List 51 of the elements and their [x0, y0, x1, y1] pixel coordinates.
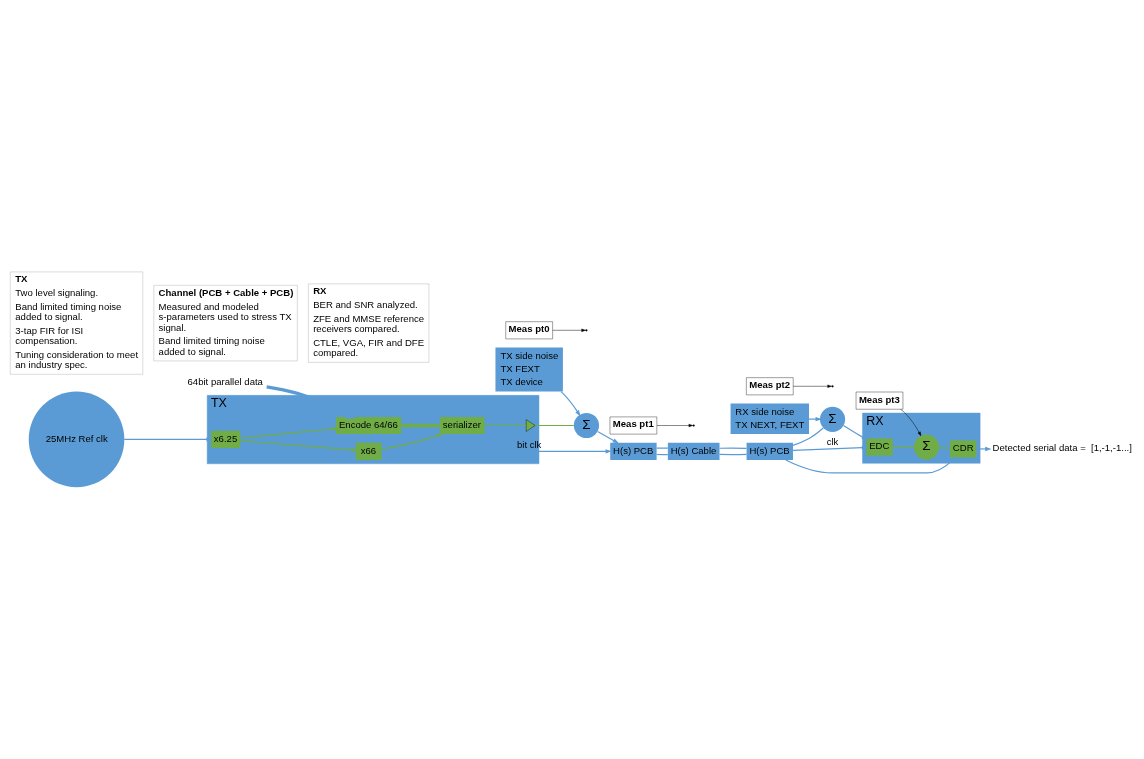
arrow	[123, 437, 213, 442]
node-box: CDR	[950, 440, 977, 458]
node-box: Encode 64/66	[336, 416, 402, 435]
arrow	[239, 426, 338, 439]
connector	[938, 447, 951, 449]
arrow	[808, 416, 822, 422]
connector	[483, 424, 527, 427]
node-circle: Σ	[819, 406, 846, 432]
arrow	[552, 328, 586, 332]
node-box: H(s) PCB	[746, 442, 793, 460]
arrow	[785, 456, 957, 474]
node-box: x66	[355, 442, 382, 460]
arrow	[597, 430, 619, 444]
connector	[656, 447, 669, 449]
node-box: serializer	[439, 416, 485, 435]
node-box: RX BER and SNR analyzed. ZFE and MMSE reference receivers compared. CTLE, VGA, FIR and DFE compared.	[308, 283, 430, 363]
node-box: TX Two level signaling. Band limited timing noise added to signal. 3-tap FIR for ISI compensation. Tuning consideration to meet an industry spec.	[10, 271, 143, 375]
node-circle: 25MHz Ref clk	[28, 391, 125, 488]
arrow	[560, 391, 581, 417]
node-box: Meas pt2	[746, 377, 794, 396]
node-box: EDC	[866, 438, 893, 456]
connector	[401, 423, 440, 428]
node-text: Detected serial data = [1,-1,-1...]	[992, 442, 1132, 454]
node-circle: Σ	[913, 434, 940, 460]
node-box: RX side noise TX NEXT, FEXT	[730, 403, 809, 435]
node-box: Meas pt1	[609, 416, 658, 435]
node-box: TX side noise TX FEXT TX device	[495, 347, 563, 392]
node-box: H(s) PCB	[610, 442, 657, 460]
node-box: Channel (PCB + Cable + PCB) Measured and modeled s-parameters used to stress TX signal. Band limited timing noise added to signal.	[153, 285, 298, 362]
connector	[719, 453, 748, 456]
node-box: H(s) Cable	[667, 442, 720, 460]
arrow	[842, 424, 868, 441]
node-text: 64bit parallel data	[187, 376, 263, 388]
connector	[792, 427, 824, 446]
arrow	[975, 446, 992, 452]
arrow	[381, 433, 443, 450]
connector	[534, 424, 575, 427]
arrow	[900, 409, 922, 437]
node-box: Meas pt0	[505, 321, 553, 340]
edge-label: clk	[826, 436, 839, 448]
arrow	[381, 449, 612, 454]
connector	[892, 446, 915, 448]
arrow	[656, 423, 693, 428]
arrow	[793, 384, 832, 388]
connector	[719, 447, 748, 449]
arrow	[239, 439, 358, 453]
node-box: Meas pt3	[855, 391, 904, 410]
node-triangle	[526, 419, 536, 432]
node-box: x6.25	[211, 430, 241, 448]
arrow	[266, 385, 356, 420]
arrow	[792, 445, 869, 452]
